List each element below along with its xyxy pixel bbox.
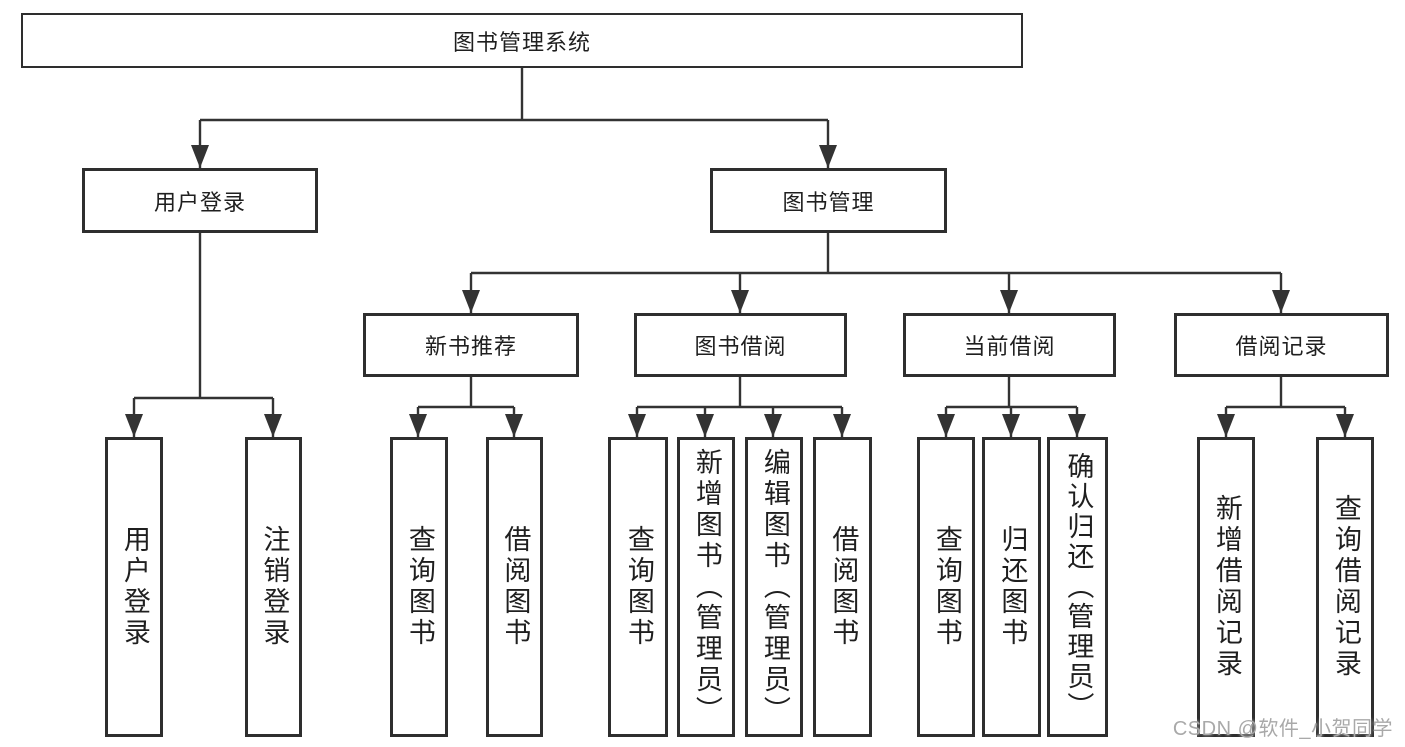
node-label: 借阅记录 xyxy=(1235,334,1328,359)
connector-book-mgmt-to-level3 xyxy=(469,233,1283,313)
arrowhead xyxy=(1272,290,1290,313)
arrowhead xyxy=(937,414,955,437)
node-current-borrow: 当前借阅 xyxy=(903,313,1116,377)
node-label: 当前借阅 xyxy=(963,334,1056,359)
arrowheads xyxy=(125,145,1354,437)
connector-user-login-children xyxy=(132,233,275,437)
arrowhead xyxy=(696,414,714,437)
connector-root-to-level2 xyxy=(198,68,830,168)
leaf-return-books: 归还图书 xyxy=(982,437,1041,737)
arrowhead xyxy=(1336,414,1354,437)
node-user-login: 用户登录 xyxy=(82,168,318,233)
node-label: 新书推荐 xyxy=(424,334,517,359)
node-label: 查询图书 xyxy=(931,525,962,649)
leaf-query-books-3: 查询图书 xyxy=(917,437,975,737)
node-label: 用户登录 xyxy=(119,525,150,649)
node-label: 查询图书 xyxy=(623,525,654,649)
node-label: 确认归还（管理员） xyxy=(1063,452,1094,722)
leaf-borrow-books-2: 借阅图书 xyxy=(813,437,872,737)
node-label: 归还图书 xyxy=(997,525,1028,649)
connector-lines xyxy=(132,68,1347,437)
arrowhead xyxy=(1002,414,1020,437)
node-label: 编辑图书（管理员） xyxy=(759,447,790,727)
connector-borrow-record-children xyxy=(1224,377,1347,437)
node-label: 查询图书 xyxy=(404,525,435,649)
node-label: 注销登录 xyxy=(259,525,290,649)
node-borrow-record: 借阅记录 xyxy=(1174,313,1389,377)
node-label: 图书管理 xyxy=(782,189,875,215)
arrowhead xyxy=(1217,414,1235,437)
arrowhead xyxy=(462,290,480,313)
arrowhead xyxy=(1000,290,1018,313)
arrowhead xyxy=(819,145,837,168)
leaf-user-login: 用户登录 xyxy=(105,437,163,737)
arrowhead xyxy=(731,290,749,313)
leaf-logout: 注销登录 xyxy=(245,437,302,737)
arrowhead xyxy=(409,414,427,437)
connector-book-borrow-children xyxy=(635,377,844,437)
node-label: 借阅图书 xyxy=(500,525,531,649)
arrowhead xyxy=(505,414,523,437)
leaf-add-borrow-record: 新增借阅记录 xyxy=(1197,437,1255,737)
leaf-edit-books: 编辑图书（管理员） xyxy=(745,437,803,737)
node-label: 借阅图书 xyxy=(828,525,859,649)
node-label: 查询借阅记录 xyxy=(1330,494,1361,680)
leaf-borrow-books-1: 借阅图书 xyxy=(486,437,543,737)
leaf-query-books-2: 查询图书 xyxy=(608,437,668,737)
arrowhead xyxy=(764,414,782,437)
node-label: 图书管理系统 xyxy=(452,29,591,55)
node-book-borrow: 图书借阅 xyxy=(634,313,847,377)
node-book-mgmt: 图书管理 xyxy=(710,168,947,233)
arrowhead xyxy=(1068,414,1086,437)
leaf-query-borrow-record: 查询借阅记录 xyxy=(1316,437,1374,737)
node-root: 图书管理系统 xyxy=(21,13,1023,68)
arrowhead xyxy=(628,414,646,437)
node-new-book-rec: 新书推荐 xyxy=(363,313,579,377)
arrowhead xyxy=(264,414,282,437)
leaf-confirm-return: 确认归还（管理员） xyxy=(1047,437,1108,737)
arrowhead xyxy=(125,414,143,437)
node-label: 图书借阅 xyxy=(694,334,787,359)
arrowhead xyxy=(191,145,209,168)
connector-new-book-rec-children xyxy=(416,377,516,437)
leaf-add-books: 新增图书（管理员） xyxy=(677,437,735,737)
node-label: 新增图书（管理员） xyxy=(691,447,722,727)
arrowhead xyxy=(833,414,851,437)
node-label: 新增借阅记录 xyxy=(1211,494,1242,680)
leaf-query-books-1: 查询图书 xyxy=(390,437,448,737)
watermark: CSDN @软件_小贺同学 xyxy=(1172,718,1393,740)
node-label: 用户登录 xyxy=(153,189,246,215)
